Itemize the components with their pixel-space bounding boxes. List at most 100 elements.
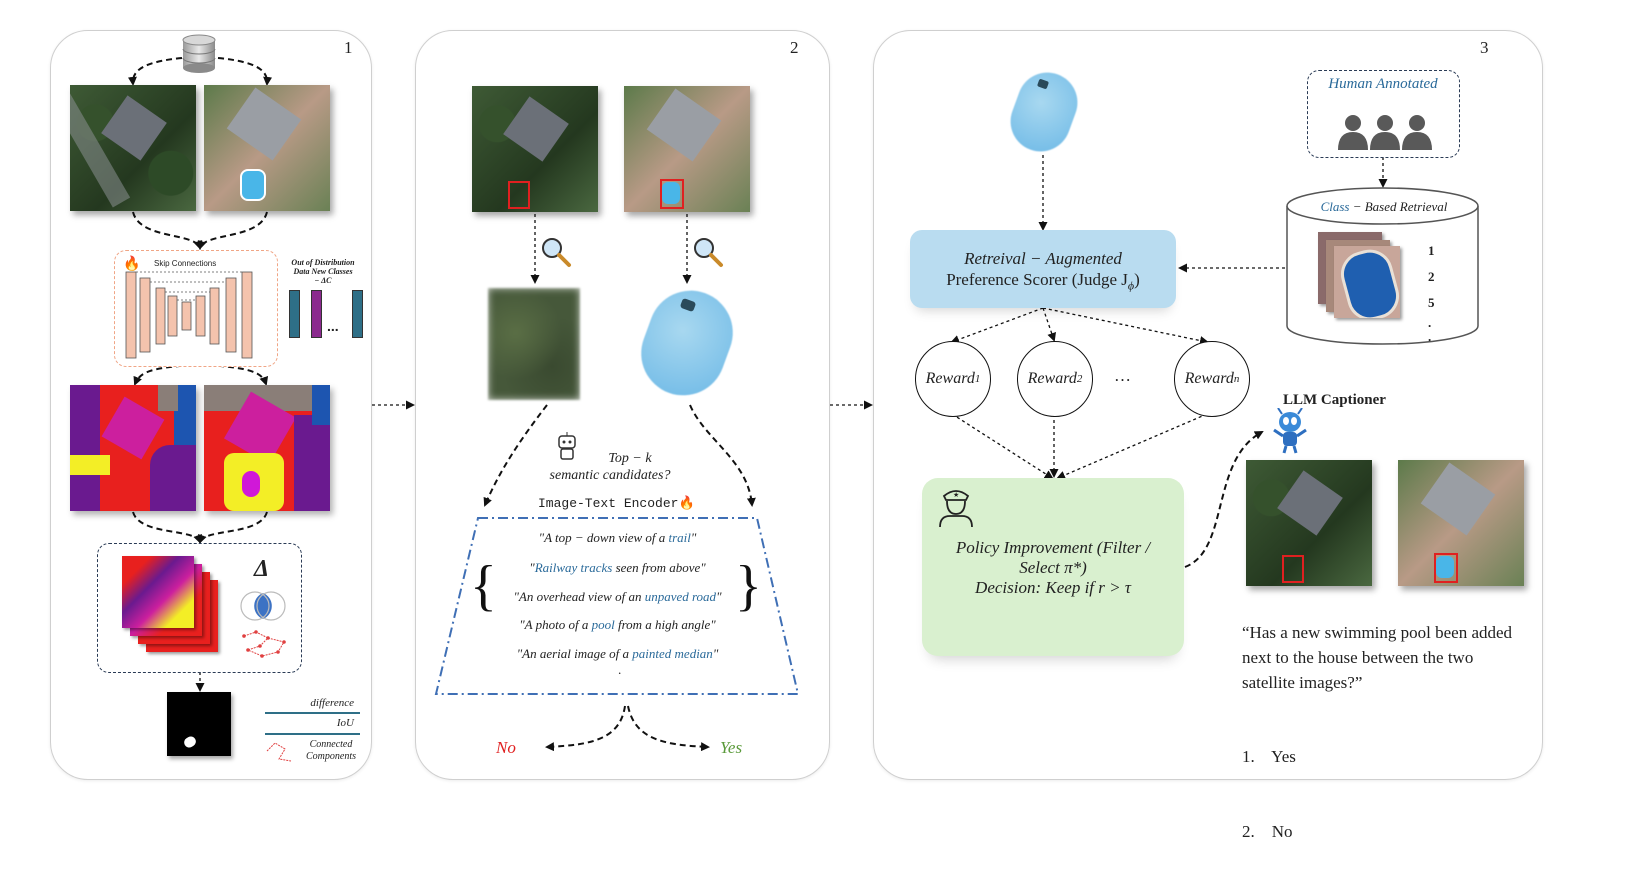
caption-text: "An aerial image of a bbox=[516, 646, 633, 661]
svg-text:★: ★ bbox=[953, 491, 959, 499]
caption-text: " bbox=[529, 560, 535, 575]
preference-scorer-box bbox=[910, 230, 1176, 308]
caption-highlight: pool bbox=[591, 617, 615, 632]
caption-continuation-dot: . bbox=[618, 662, 622, 677]
ood-bar-teal-2 bbox=[352, 290, 363, 338]
satellite-image-after bbox=[204, 85, 330, 211]
unet-layers bbox=[120, 268, 270, 362]
reward-label: Reward bbox=[925, 370, 975, 387]
ood-line-3: − ΔC bbox=[314, 276, 332, 285]
policy-line-2: Select π*) bbox=[1019, 558, 1087, 577]
reward-label: Reward bbox=[1027, 370, 1077, 387]
rank-dot-1: . bbox=[1428, 315, 1432, 330]
reward-label: Reward bbox=[1184, 370, 1234, 387]
retrieval-class-word: Class bbox=[1320, 199, 1350, 214]
answer-options: 1. Yes 2. No bbox=[1242, 694, 1296, 869]
caption-highlight: unpaved road bbox=[644, 589, 717, 604]
ood-label: Out of Distribution Data New Classes − Δ… bbox=[282, 258, 364, 285]
police-officer-icon: ★ bbox=[936, 486, 976, 528]
retrieval-rest: − Based Retrieval bbox=[1349, 199, 1448, 214]
scorer-subscript: ϕ bbox=[1127, 278, 1135, 293]
policy-improvement-box bbox=[922, 478, 1184, 656]
answer-no: No bbox=[496, 738, 516, 757]
comparison-block bbox=[97, 543, 302, 673]
caption-text: "A photo of a bbox=[519, 617, 592, 632]
human-annotated-label: Human Annotated bbox=[1328, 76, 1438, 92]
legend-cc-line-2: Components bbox=[306, 751, 356, 762]
fire-icon: 🔥 bbox=[678, 496, 695, 511]
ood-bar-teal-1 bbox=[289, 290, 300, 338]
svg-text:{: { bbox=[470, 555, 497, 617]
caption-text: "An overhead view of an bbox=[513, 589, 645, 604]
magnifier-icon bbox=[540, 236, 572, 268]
people-icon bbox=[1337, 114, 1437, 152]
caption-highlight: Railway tracks bbox=[534, 560, 613, 575]
reward-subscript: 1 bbox=[974, 373, 981, 385]
topk-line-2: semantic candidates? bbox=[549, 468, 671, 483]
legend-connected-components: Connected Components bbox=[306, 739, 356, 763]
caption-painted-median: "An aerial image of a painted median" bbox=[500, 646, 735, 662]
legend-difference: difference bbox=[310, 697, 354, 709]
alien-robot-icon bbox=[1270, 408, 1310, 454]
panel-number-2: 2 bbox=[790, 38, 799, 57]
satellite-image-before-p3 bbox=[1246, 460, 1372, 586]
caption-pool: "A photo of a pool from a high angle" bbox=[500, 617, 735, 633]
database-icon bbox=[181, 34, 217, 74]
caption-trail: "A top − down view of a trail" bbox=[505, 530, 730, 546]
encoder-label-text: Image-Text Encoder bbox=[538, 496, 679, 511]
caption-highlight: trail bbox=[668, 530, 691, 545]
crop-before-zoomed bbox=[488, 288, 580, 400]
rank-1: 1 bbox=[1428, 243, 1435, 258]
rank-3: 5 bbox=[1428, 295, 1435, 310]
caption-text: from a high angle" bbox=[614, 617, 716, 632]
pool-crop-query bbox=[1002, 64, 1086, 160]
segmentation-map-after bbox=[204, 385, 330, 511]
satellite-image-before-p2 bbox=[472, 86, 598, 212]
caption-text: "A top − down view of a bbox=[538, 530, 669, 545]
ood-bar-purple bbox=[311, 290, 322, 338]
ood-line-1: Out of Distribution bbox=[291, 258, 355, 267]
ood-line-2: Data New Classes bbox=[293, 267, 353, 276]
reward-subscript: 2 bbox=[1076, 373, 1083, 385]
caption-text: seen from above" bbox=[612, 560, 706, 575]
satellite-image-after-p2 bbox=[624, 86, 750, 212]
reward-subscript: n bbox=[1233, 373, 1240, 385]
retrieval-label: Class − Based Retrieval bbox=[1300, 199, 1468, 215]
policy-label: Policy Improvement (Filter / Select π*) … bbox=[922, 538, 1184, 598]
scorer-line-2-end: ) bbox=[1134, 270, 1140, 289]
generated-question: “Has a new swimming pool been added next… bbox=[1242, 623, 1513, 692]
option-yes: 1. Yes bbox=[1242, 747, 1296, 766]
svg-text:}: } bbox=[735, 555, 762, 617]
policy-line-3: Decision: Keep if r > τ bbox=[975, 578, 1131, 597]
ood-ellipsis: ... bbox=[327, 318, 339, 334]
fire-icon: 🔥 bbox=[123, 257, 141, 272]
panel-number-1: 1 bbox=[344, 38, 353, 57]
satellite-image-after-p3 bbox=[1398, 460, 1524, 586]
scorer-line-2: Preference Scorer (Judge Jϕ) bbox=[910, 269, 1176, 296]
caption-text: " bbox=[716, 589, 722, 604]
connected-components-icon bbox=[238, 628, 290, 660]
stacked-segmentation-maps bbox=[122, 556, 222, 656]
legend-cc-line-1: Connected bbox=[309, 739, 353, 750]
rank-2: 2 bbox=[1428, 269, 1435, 284]
change-mask-output bbox=[167, 692, 231, 756]
legend: difference IoU Connected Components bbox=[265, 697, 360, 767]
rank-dot-2: . bbox=[1428, 329, 1432, 344]
skip-connections-label: Skip Connections bbox=[154, 259, 217, 268]
preference-scorer-label: Retreival − Augmented Preference Scorer … bbox=[910, 248, 1176, 296]
robot-icon bbox=[555, 432, 579, 462]
legend-iou: IoU bbox=[336, 717, 354, 729]
scorer-line-2-text: Preference Scorer (Judge J bbox=[946, 270, 1128, 289]
caption-text: " bbox=[690, 530, 697, 545]
answer-yes: Yes bbox=[720, 738, 743, 757]
retrieved-pools-stack bbox=[1318, 232, 1408, 322]
delta-symbol: Δ bbox=[254, 556, 270, 582]
segmentation-map-before bbox=[70, 385, 196, 511]
policy-line-1: Policy Improvement (Filter / bbox=[955, 538, 1151, 557]
panel-number-3: 3 bbox=[1480, 38, 1489, 57]
caption-text: " bbox=[712, 646, 719, 661]
human-annotated-box bbox=[1307, 70, 1460, 158]
